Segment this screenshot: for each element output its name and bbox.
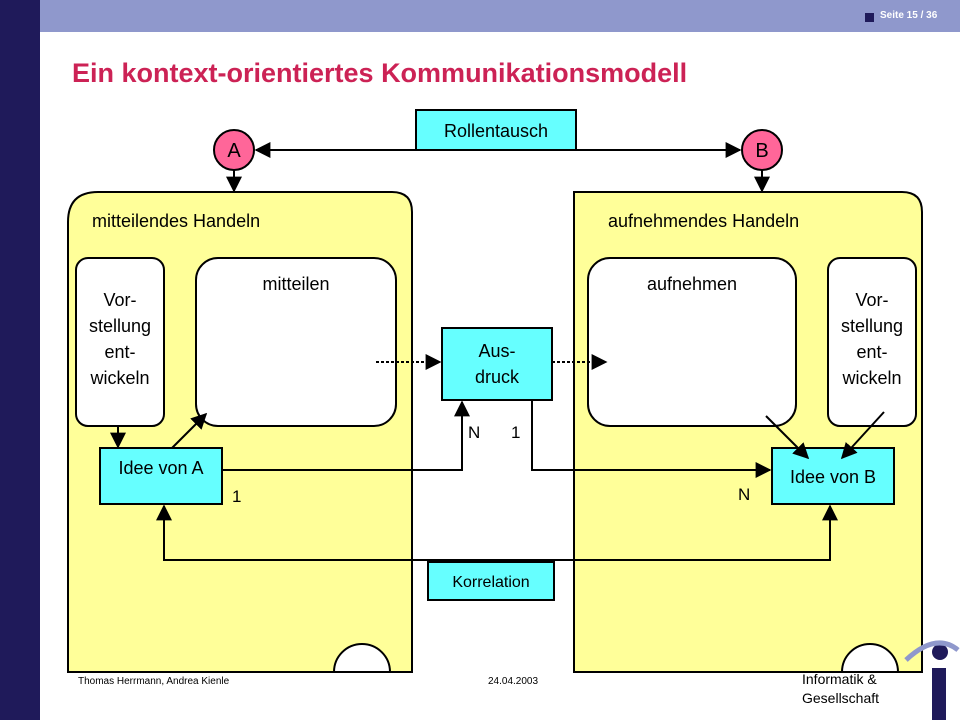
expression-line-2: druck — [475, 367, 520, 387]
left-concept-line-1: Vor- — [103, 290, 136, 310]
receive-box — [587, 257, 797, 427]
page-title: Ein kontext-orientiertes Kommunikationsm… — [72, 58, 688, 88]
cardinality-1-right: 1 — [511, 423, 520, 442]
left-sidebar-bar — [0, 0, 40, 720]
expression-to-idea-b-arrow — [531, 400, 772, 478]
communicate-label: mitteilen — [262, 274, 329, 294]
right-concept-line-3: ent- — [856, 342, 887, 362]
idea-a-box — [99, 447, 223, 505]
footer-date: 24.04.2003 — [488, 676, 539, 687]
right-panel-label: aufnehmendes Handeln — [608, 211, 799, 231]
left-concept-line-3: ent- — [104, 342, 135, 362]
receive-to-idea-b-arrow — [765, 415, 810, 460]
idea-a-to-communicate-arrow — [171, 412, 208, 449]
footer-institution-line-1: Informatik & — [802, 671, 877, 687]
correlation-box — [427, 561, 555, 601]
informatik-logo-icon — [904, 640, 960, 720]
right-concept-line-1: Vor- — [855, 290, 888, 310]
header-corner — [0, 0, 40, 32]
left-concept-line-4: wickeln — [89, 368, 149, 388]
right-concept-line-4: wickeln — [841, 368, 901, 388]
cardinality-n-left: N — [468, 423, 480, 442]
page-number: Seite 15 / 36 — [880, 10, 938, 21]
left-panel-label: mitteilendes Handeln — [92, 211, 260, 231]
idea-a-to-expression-arrow — [222, 400, 470, 471]
header-bar — [40, 0, 960, 32]
footer-authors: Thomas Herrmann, Andrea Kienle — [78, 676, 230, 687]
idea-a-label: Idee von A — [118, 458, 203, 478]
actor-b-label: B — [755, 140, 768, 162]
communicate-box — [195, 257, 397, 427]
right-concept-line-2: stellung — [841, 316, 903, 336]
cardinality-1-idea-a: 1 — [232, 487, 241, 506]
expression-line-1: Aus- — [478, 341, 515, 361]
correlation-arrow — [156, 504, 838, 561]
page-marker-icon — [865, 13, 874, 22]
idea-b-label: Idee von B — [790, 467, 876, 487]
right-panel-notch — [840, 643, 900, 673]
actor-a-label: A — [227, 140, 241, 162]
concept-b-to-idea-b-arrow — [840, 411, 885, 460]
footer-institution: Informatik & Gesellschaft — [802, 670, 879, 708]
expression-box — [441, 327, 553, 401]
receive-label: aufnehmen — [647, 274, 737, 294]
left-panel-notch — [332, 643, 392, 673]
left-concept-box — [75, 257, 165, 427]
role-swap-label: Rollentausch — [444, 121, 548, 141]
cardinality-n-idea-b: N — [738, 485, 750, 504]
left-concept-line-2: stellung — [89, 316, 151, 336]
correlation-label: Korrelation — [452, 574, 529, 591]
footer-institution-line-2: Gesellschaft — [802, 690, 880, 706]
